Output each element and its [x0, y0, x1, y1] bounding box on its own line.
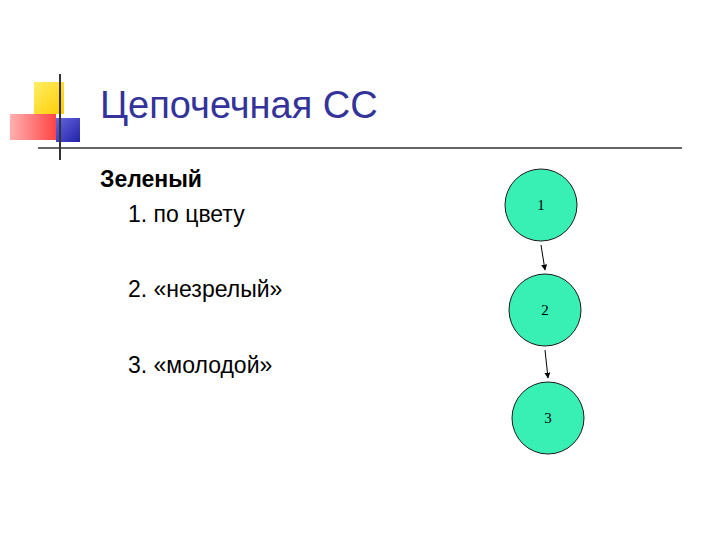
circle-number: 2 — [508, 273, 582, 347]
meaning-item: 2. «незрелый» — [128, 276, 282, 303]
circle-number: 3 — [511, 381, 585, 455]
meaning-item: 1. по цвету — [128, 201, 245, 228]
chain-arrow — [545, 350, 548, 378]
slide-title: Цепочечная СС — [100, 84, 378, 127]
meaning-circle: 3 — [511, 381, 585, 455]
meaning-circle: 2 — [508, 273, 582, 347]
term-word: Зеленый — [100, 166, 202, 193]
chain-arrow — [541, 245, 545, 270]
circle-number: 1 — [504, 168, 578, 242]
meaning-item: 3. «молодой» — [128, 352, 272, 379]
meaning-circle: 1 — [504, 168, 578, 242]
